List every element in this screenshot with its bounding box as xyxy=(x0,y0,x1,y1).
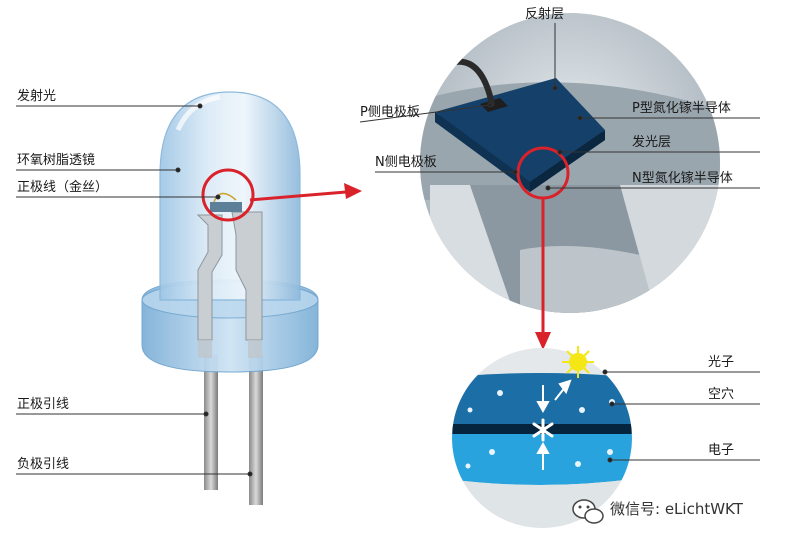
label-anode-wire: 正极线（金丝） xyxy=(17,179,108,195)
cathode-lead xyxy=(249,355,263,505)
cathode-post xyxy=(231,211,263,341)
recombination-star-icon xyxy=(532,418,554,442)
label-anode-lead: 正极引线 xyxy=(17,397,69,412)
labels: 发射光 环氧树脂透镜 正极线（金丝） 正极引线 负极引线 反射层 P侧电极板 P… xyxy=(17,6,734,472)
label-electron: 电子 xyxy=(708,443,734,458)
label-emit-light: 发射光 xyxy=(17,88,56,104)
watermark-text: 微信号: eLichtWKT xyxy=(610,500,744,518)
label-p-gan: P型氮化镓半导体 xyxy=(632,101,731,116)
label-photon: 光子 xyxy=(708,355,734,370)
label-reflective-layer: 反射层 xyxy=(525,6,564,22)
anode-lead xyxy=(204,355,218,490)
label-n-gan: N型氮化镓半导体 xyxy=(632,171,733,186)
emission-closeup xyxy=(452,346,632,528)
photon-icon xyxy=(562,346,594,378)
label-p-electrode: P侧电极板 xyxy=(360,105,420,120)
label-epoxy-lens: 环氧树脂透镜 xyxy=(17,153,95,168)
watermark: 微信号: eLichtWKT xyxy=(572,499,744,524)
leader-lines xyxy=(16,23,760,477)
zoom-arrow-2 xyxy=(535,198,551,350)
wechat-icon xyxy=(572,499,604,524)
label-hole: 空穴 xyxy=(708,387,734,402)
chip-highlight-circle xyxy=(201,168,255,222)
label-light-layer: 发光层 xyxy=(632,134,671,150)
label-cathode-lead: 负极引线 xyxy=(17,457,69,472)
label-n-electrode: N侧电极板 xyxy=(375,155,437,170)
zoom-arrow-1 xyxy=(249,183,362,202)
led-bulb xyxy=(141,91,319,505)
